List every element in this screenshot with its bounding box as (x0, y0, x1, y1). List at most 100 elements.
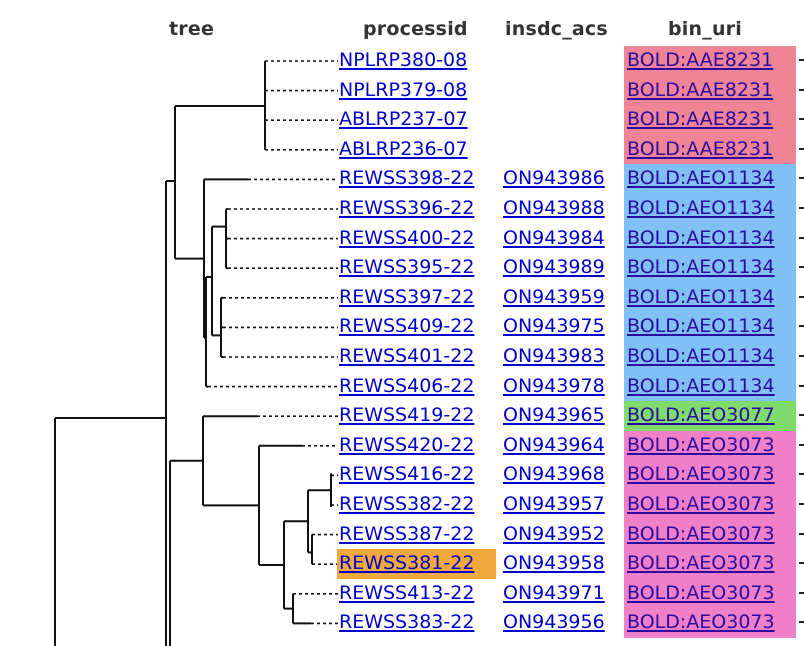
insdc-acs-link[interactable]: ON943984 (503, 226, 605, 249)
bin-uri-cell: BOLD:AEO3073 (624, 578, 796, 609)
insdc-acs-link[interactable]: ON943989 (503, 256, 605, 279)
bin-uri-link[interactable]: BOLD:AEO3077 (627, 404, 775, 427)
table-row: ABLRP237-07 BOLD:AAE8231 (0, 105, 804, 135)
processid-link[interactable]: REWSS381-22 (339, 552, 475, 575)
row-tick-mark (799, 443, 804, 446)
processid-link[interactable]: REWSS397-22 (339, 285, 475, 308)
table-row: REWSS383-22 ON943956 BOLD:AEO3073 (0, 608, 804, 638)
bin-uri-link[interactable]: BOLD:AEO1134 (627, 167, 775, 190)
insdc-acs-link[interactable]: ON943959 (503, 285, 605, 308)
bin-uri-link[interactable]: BOLD:AEO1134 (627, 374, 775, 397)
table-row: REWSS387-22 ON943952 BOLD:AEO3073 (0, 519, 804, 550)
table-row: REWSS397-22 ON943959 BOLD:AEO1134 (0, 282, 804, 313)
processid-link[interactable]: REWSS400-22 (339, 226, 475, 249)
row-tick-mark (799, 532, 804, 535)
table-row: REWSS401-22 ON943983 BOLD:AEO1134 (0, 342, 804, 372)
insdc-acs-link[interactable]: ON943971 (503, 581, 605, 604)
bin-uri-link[interactable]: BOLD:AEO1134 (627, 226, 775, 249)
processid-link[interactable]: ABLRP236-07 (339, 137, 468, 160)
processid-cell: NPLRP379-08 (339, 76, 467, 106)
insdc-acs-link[interactable]: ON943956 (503, 611, 605, 634)
insdc-acs-link[interactable]: ON943978 (503, 374, 605, 397)
bin-uri-link[interactable]: BOLD:AEO3073 (627, 493, 775, 515)
row-tick-mark (799, 384, 804, 387)
table-row: REWSS381-22 ON943958 BOLD:AEO3073 (0, 549, 804, 579)
bin-uri-cell: BOLD:AEO3073 (624, 460, 796, 490)
bin-uri-link[interactable]: BOLD:AAE8231 (627, 137, 774, 160)
processid-link[interactable]: REWSS387-22 (339, 522, 475, 545)
processid-cell: REWSS396-22 (339, 194, 474, 224)
processid-cell: REWSS406-22 (339, 372, 474, 402)
header-bin-uri[interactable]: bin_uri (668, 18, 742, 40)
bin-uri-link[interactable]: BOLD:AEO1134 (627, 315, 775, 338)
bin-uri-link[interactable]: BOLD:AAE8231 (627, 108, 774, 131)
bin-uri-cell: BOLD:AEO3073 (624, 519, 796, 550)
table-row: NPLRP380-08 BOLD:AAE8231 (0, 46, 804, 76)
processid-cell: REWSS382-22 (339, 490, 474, 520)
insdc-acs-link[interactable]: ON943986 (503, 167, 605, 190)
table-row: REWSS400-22 ON943984 BOLD:AEO1134 (0, 223, 804, 254)
bin-uri-link[interactable]: BOLD:AEO1134 (627, 345, 775, 367)
insdc-acs-link[interactable]: ON943975 (503, 315, 605, 338)
row-tick-mark (799, 355, 804, 357)
bin-uri-link[interactable]: BOLD:AAE8231 (627, 49, 774, 71)
processid-link[interactable]: REWSS383-22 (339, 611, 475, 634)
processid-link[interactable]: NPLRP379-08 (339, 78, 468, 101)
insdc-acs-cell: ON943978 (503, 372, 605, 402)
bin-uri-link[interactable]: BOLD:AEO3073 (627, 433, 775, 456)
insdc-acs-link[interactable]: ON943952 (503, 522, 605, 545)
processid-link[interactable]: REWSS396-22 (339, 197, 475, 219)
processid-cell: REWSS409-22 (339, 312, 474, 342)
bin-uri-cell: BOLD:AAE8231 (624, 105, 796, 135)
insdc-acs-cell: ON943989 (503, 253, 605, 283)
bin-uri-cell: BOLD:AEO1134 (624, 253, 796, 283)
processid-link[interactable]: ABLRP237-07 (339, 108, 468, 131)
table-row: REWSS382-22 ON943957 BOLD:AEO3073 (0, 490, 804, 520)
insdc-acs-link[interactable]: ON943968 (503, 463, 605, 486)
processid-link[interactable]: NPLRP380-08 (339, 49, 468, 71)
processid-link[interactable]: REWSS420-22 (339, 433, 475, 456)
row-tick-mark (799, 207, 804, 209)
table-row: NPLRP379-08 BOLD:AAE8231 (0, 75, 804, 106)
processid-link[interactable]: REWSS395-22 (339, 256, 475, 279)
bin-uri-link[interactable]: BOLD:AEO1134 (627, 285, 775, 308)
insdc-acs-link[interactable]: ON943958 (503, 552, 605, 575)
bin-uri-link[interactable]: BOLD:AEO3073 (627, 581, 775, 604)
bin-uri-link[interactable]: BOLD:AEO1134 (627, 256, 775, 279)
bin-uri-link[interactable]: BOLD:AEO3073 (627, 463, 775, 486)
table-row: REWSS398-22 ON943986 BOLD:AEO1134 (0, 164, 804, 194)
insdc-acs-cell: ON943968 (503, 460, 605, 490)
insdc-acs-link[interactable]: ON943965 (503, 404, 605, 427)
row-tick-mark (799, 266, 804, 269)
insdc-acs-link[interactable]: ON943988 (503, 197, 605, 219)
bin-uri-cell: BOLD:AEO1134 (624, 371, 796, 402)
processid-link[interactable]: REWSS406-22 (339, 374, 475, 397)
table-row: REWSS409-22 ON943975 BOLD:AEO1134 (0, 312, 804, 342)
bin-uri-cell: BOLD:AEO3073 (624, 549, 796, 579)
processid-link[interactable]: REWSS409-22 (339, 315, 475, 338)
table-row: REWSS395-22 ON943989 BOLD:AEO1134 (0, 253, 804, 283)
bin-uri-link[interactable]: BOLD:AEO1134 (627, 197, 775, 219)
bin-uri-link[interactable]: BOLD:AAE8231 (627, 78, 774, 101)
bin-uri-link[interactable]: BOLD:AEO3073 (627, 522, 775, 545)
row-tick-mark (799, 236, 804, 239)
processid-link[interactable]: REWSS416-22 (339, 463, 475, 486)
processid-link[interactable]: REWSS419-22 (339, 404, 475, 427)
bin-uri-link[interactable]: BOLD:AEO3073 (627, 611, 775, 634)
row-tick-mark (799, 473, 804, 476)
insdc-acs-link[interactable]: ON943983 (503, 345, 605, 367)
insdc-acs-link[interactable]: ON943957 (503, 493, 605, 515)
bin-uri-cell: BOLD:AEO1134 (624, 194, 796, 224)
bin-uri-cell: BOLD:AEO3073 (624, 430, 796, 461)
processid-link[interactable]: REWSS413-22 (339, 581, 475, 604)
insdc-acs-link[interactable]: ON943964 (503, 433, 605, 456)
processid-link[interactable]: REWSS382-22 (339, 493, 475, 515)
insdc-acs-cell: ON943957 (503, 490, 605, 520)
header-insdc-acs[interactable]: insdc_acs (505, 18, 608, 40)
processid-link[interactable]: REWSS401-22 (339, 345, 475, 367)
bin-uri-link[interactable]: BOLD:AEO3073 (627, 552, 775, 575)
processid-link[interactable]: REWSS398-22 (339, 167, 475, 190)
processid-cell: REWSS381-22 (337, 549, 496, 579)
processid-cell: REWSS401-22 (339, 342, 474, 372)
header-processid[interactable]: processid (363, 18, 468, 40)
